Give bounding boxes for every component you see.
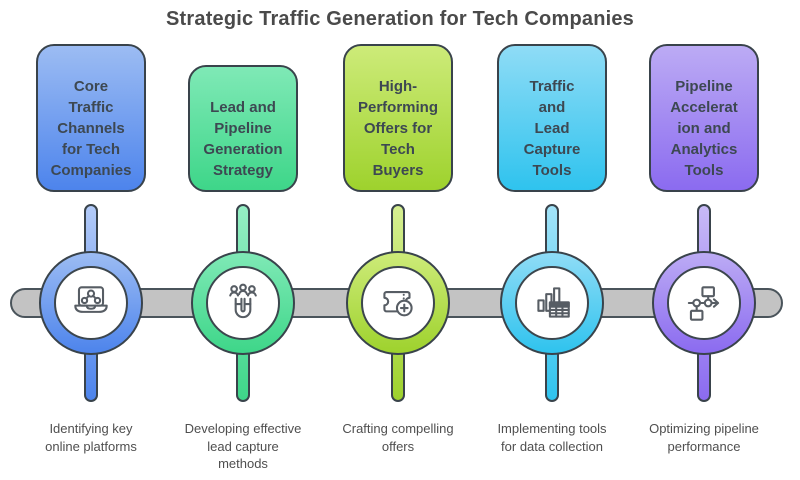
step-caption: Developing effective lead capture method… xyxy=(184,421,302,471)
magnet-leads-icon xyxy=(229,283,257,319)
step-box: Traffic and Lead Capture Tools xyxy=(497,44,607,192)
chart-table-icon xyxy=(515,266,589,340)
step-column: Core Traffic Channels for Tech Companies… xyxy=(11,0,171,480)
flowchart-icon xyxy=(667,266,741,340)
step-circle xyxy=(191,251,295,355)
page-title: Strategic Traffic Generation for Tech Co… xyxy=(165,8,635,30)
step-circle xyxy=(500,251,604,355)
flowchart-icon xyxy=(687,286,720,321)
step-box: Lead and Pipeline Generation Strategy xyxy=(188,65,298,192)
step-box-title: Lead and Pipeline Generation Strategy xyxy=(203,99,283,179)
step-circle xyxy=(39,251,143,355)
step-column: High- Performing Offers for Tech Buyers … xyxy=(318,0,478,480)
laptop-network-icon xyxy=(54,266,128,340)
step-caption: Identifying key online platforms xyxy=(45,421,137,454)
step-box: Pipeline Accelerat ion and Analytics Too… xyxy=(649,44,759,192)
step-circle xyxy=(346,251,450,355)
step-box-title: Pipeline Accelerat ion and Analytics Too… xyxy=(670,78,738,179)
step-box-title: High- Performing Offers for Tech Buyers xyxy=(357,78,438,179)
step-circle xyxy=(652,251,756,355)
step-column: Pipeline Accelerat ion and Analytics Too… xyxy=(624,0,784,480)
step-caption: Optimizing pipeline performance xyxy=(649,421,759,454)
step-column: Lead and Pipeline Generation Strategy De… xyxy=(163,0,323,480)
magnet-leads-icon xyxy=(206,266,280,340)
ticket-offer-icon xyxy=(361,266,435,340)
step-column: Traffic and Lead Capture Tools Implement… xyxy=(472,0,632,480)
step-box-title: Core Traffic Channels for Tech Companies xyxy=(50,78,132,179)
step-caption: Crafting compelling offers xyxy=(342,421,454,454)
laptop-network-icon xyxy=(74,286,108,313)
chart-table-icon xyxy=(537,287,570,318)
step-box: High- Performing Offers for Tech Buyers xyxy=(343,44,453,192)
step-box: Core Traffic Channels for Tech Companies xyxy=(36,44,146,192)
step-box-title: Traffic and Lead Capture Tools xyxy=(523,78,581,179)
ticket-offer-icon xyxy=(383,290,413,317)
step-caption: Implementing tools for data collection xyxy=(497,421,607,454)
